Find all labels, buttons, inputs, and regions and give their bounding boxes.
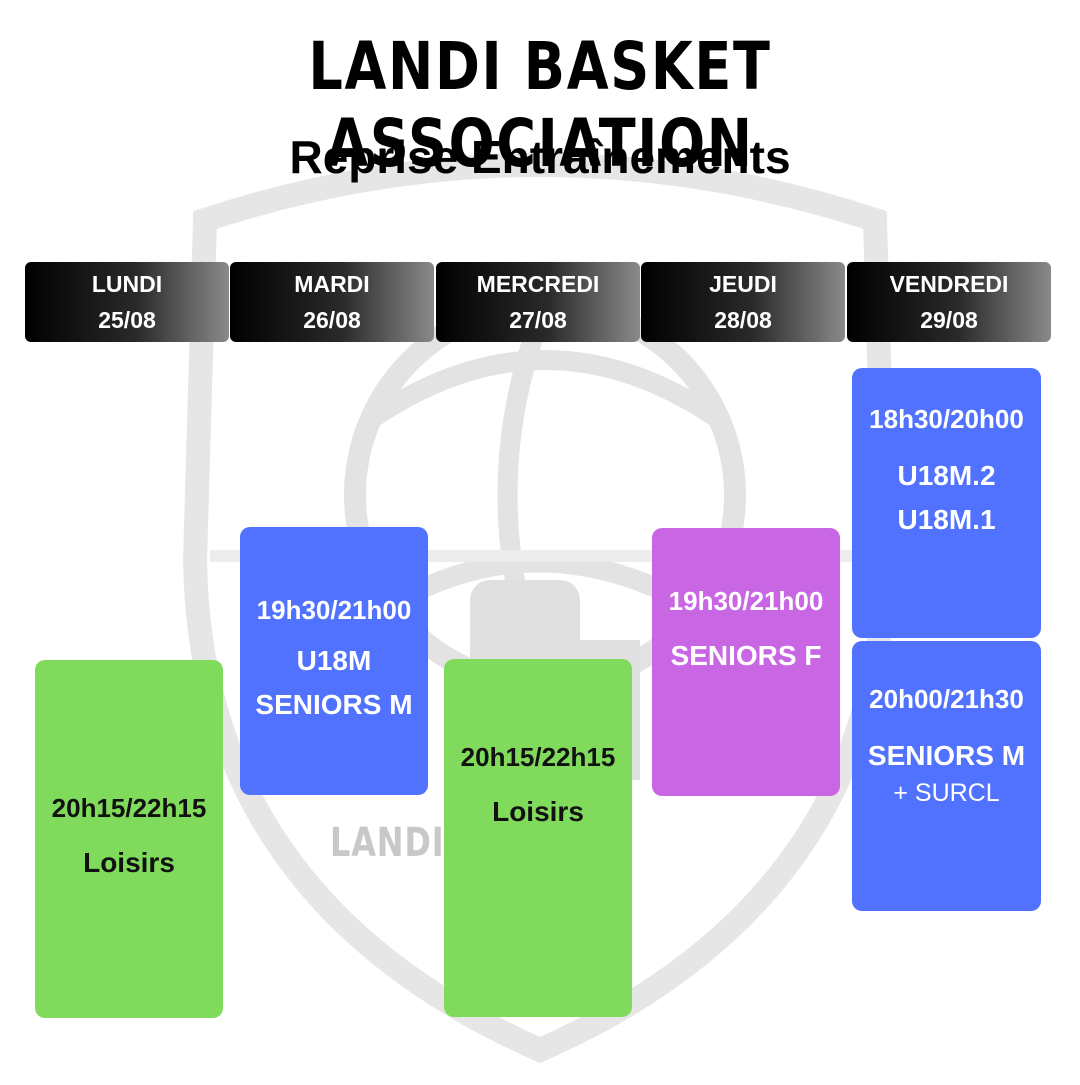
session-group: SENIORS M [255, 689, 413, 720]
day-header-mercredi: MERCREDI 27/08 [436, 262, 640, 342]
session-group: U18M.2 [897, 460, 996, 491]
session-time: 18h30/20h00 [869, 404, 1024, 434]
session-vendredi-2: 20h00/21h30 SENIORS M + SURCL [852, 641, 1041, 911]
session-extra: + SURCL [893, 779, 1000, 807]
page-title-text: LANDI BASKET ASSOCIATION [308, 28, 772, 182]
day-name: VENDREDI [889, 271, 1009, 297]
session-group: Loisirs [83, 847, 175, 878]
session-group: Loisirs [492, 796, 584, 827]
day-header-lundi: LUNDI 25/08 [25, 262, 229, 342]
session-time: 20h00/21h30 [869, 684, 1024, 714]
session-lundi-loisirs: 20h15/22h15 Loisirs [35, 660, 223, 1018]
session-mardi: 19h30/21h00 U18M SENIORS M [240, 527, 428, 795]
day-name: JEUDI [709, 271, 777, 297]
day-date: 27/08 [509, 307, 567, 333]
day-date: 29/08 [920, 307, 978, 333]
page-subtitle: Reprise Entraînements [289, 131, 791, 183]
day-header-row: LUNDI 25/08 MARDI 26/08 MERCREDI 27/08 J… [25, 262, 1052, 342]
session-time: 20h15/22h15 [51, 793, 207, 823]
session-jeudi: 19h30/21h00 SENIORS F [652, 528, 840, 796]
day-date: 28/08 [714, 307, 772, 333]
day-date: 26/08 [303, 307, 361, 333]
day-name: MARDI [294, 271, 370, 297]
session-time: 20h15/22h15 [460, 742, 616, 772]
session-group: U18M.1 [897, 504, 996, 535]
session-group: SENIORS M [867, 740, 1026, 771]
session-time: 19h30/21h00 [256, 595, 412, 625]
day-date: 25/08 [98, 307, 156, 333]
day-header-mardi: MARDI 26/08 [230, 262, 434, 342]
session-group: SENIORS F [670, 640, 822, 671]
session-time: 19h30/21h00 [668, 586, 824, 616]
page-title: LANDI BASKET ASSOCIATION [0, 28, 1080, 182]
day-header-jeudi: JEUDI 28/08 [641, 262, 845, 342]
day-name: MERCREDI [476, 271, 600, 297]
session-mercredi-loisirs: 20h15/22h15 Loisirs [444, 659, 632, 1017]
day-header-vendredi: VENDREDI 29/08 [847, 262, 1051, 342]
session-vendredi-1: 18h30/20h00 U18M.2 U18M.1 [852, 368, 1041, 638]
day-name: LUNDI [91, 271, 163, 297]
session-group: U18M [296, 645, 372, 676]
